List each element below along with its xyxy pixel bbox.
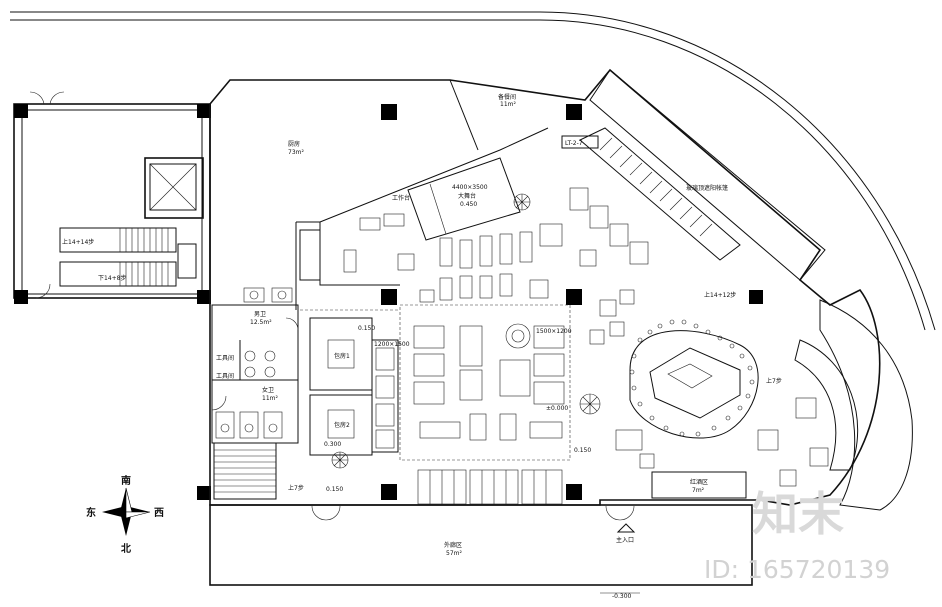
left-stair-tower (13, 91, 211, 299)
tag-lt-text: LT-2-7 (565, 140, 583, 147)
building-outline (209, 68, 881, 506)
stair-up3-label: 上7步 (766, 377, 782, 385)
main-entrance-label: 主入口 (616, 536, 634, 544)
kitchen-label: 厨房 (288, 140, 300, 148)
compass-west: 西 (154, 507, 164, 519)
outdoor-corridor (209, 504, 753, 586)
compass-south: 南 (121, 474, 131, 487)
work-station-label: 工作台 (392, 194, 410, 202)
private2-label: 包房2 (334, 421, 350, 429)
stage-level: 0.450 (460, 201, 477, 208)
bar-area: 7m² (692, 487, 705, 494)
watermark-brand: 知末 (752, 487, 844, 541)
restroom-f-label: 女卫 (262, 386, 274, 394)
stair-down-label: 下14+8步 (98, 274, 126, 282)
stage (407, 157, 521, 241)
stage-label: 大舞台 (458, 192, 476, 200)
level-0150b-label: 0.150 (574, 447, 591, 454)
restroom-label: 男卫 (254, 311, 266, 318)
stair-up2-label: 上14+12步 (704, 291, 736, 299)
prep-area: 11m² (500, 101, 516, 108)
private1-label: 包房1 (334, 352, 350, 360)
compass-north: 北 (121, 542, 131, 555)
level-0000-label: ±0.000 (546, 405, 568, 412)
spiral-stair (794, 339, 859, 471)
upper-dining-tables (343, 187, 829, 487)
entrance-arrow-icon (616, 523, 636, 533)
central-bar (629, 330, 759, 439)
stair-up-label: 上14+14步 (62, 238, 94, 246)
road-arc-outer (10, 11, 936, 331)
compass-icon (102, 487, 151, 536)
bar-label: 红酒区 (690, 478, 708, 486)
watermark-id: ID: 165720139 (704, 555, 890, 584)
outdoor-label: 外廊区 (444, 541, 462, 549)
compass-east: 东 (86, 506, 96, 519)
kitchen-divider (449, 79, 479, 151)
structural-columns (14, 104, 763, 500)
tool-room-label: 工具间 (216, 354, 234, 362)
table-1200-label: 1200×1500 (374, 341, 410, 348)
bottom-left-stair (213, 442, 277, 500)
level-bottom-label: -0.300 (612, 593, 632, 600)
road-arc-inner (10, 19, 926, 331)
booth-tables (413, 323, 565, 441)
level-0150c-label: 0.150 (326, 486, 343, 493)
stair-up4-label: 上7步 (288, 484, 304, 492)
tool-room2-label: 工具间 (216, 372, 234, 380)
level-0300-label: 0.300 (324, 441, 341, 448)
tag-lt (561, 135, 599, 149)
wine-bar-counter (651, 471, 747, 499)
kitchen-area: 73m² (288, 149, 304, 156)
dining-zone-boundary (399, 304, 571, 461)
stage-size: 4400×3500 (452, 184, 488, 191)
level-0150-label: 0.150 (358, 325, 375, 332)
terrace-note: 玻璃顶遮阳帐篷 (686, 184, 728, 192)
bottom-counters (417, 469, 563, 505)
glass-terrace (579, 69, 913, 511)
outdoor-area: 57m² (446, 550, 462, 557)
restroom-area: 12.5m² (250, 319, 272, 326)
plants (331, 193, 601, 469)
prep-label: 备餐间 (498, 93, 516, 101)
restroom-f-area: 11m² (262, 395, 278, 402)
private-rooms (309, 317, 399, 456)
bar-stools (629, 319, 755, 437)
table-1500-label: 1500×1200 (536, 328, 572, 335)
